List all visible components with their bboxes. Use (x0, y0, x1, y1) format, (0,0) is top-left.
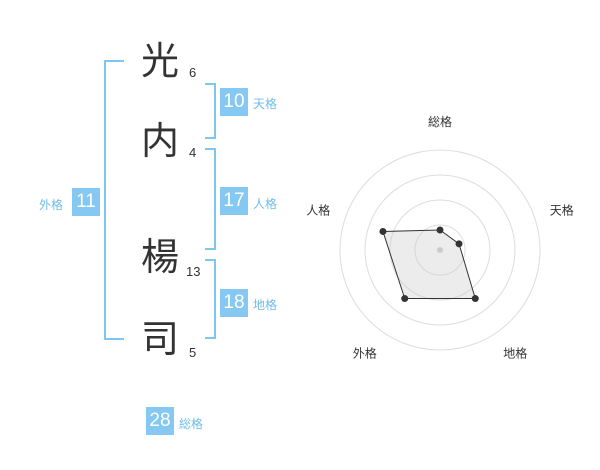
gaikaku-value: 11 (72, 188, 100, 216)
name-char-4: 司 (141, 317, 180, 361)
soukaku-value: 28 (146, 407, 174, 435)
jinkaku-value: 17 (220, 187, 248, 215)
jinkaku-bracket (205, 148, 216, 250)
radar-ring-3 (364, 174, 516, 326)
name-char-1: 光 (141, 39, 180, 83)
stroke-count-3: 13 (186, 264, 201, 279)
radar-ring-4 (339, 149, 541, 351)
chikaku-bracket (205, 259, 216, 339)
radar-ring-1 (414, 224, 466, 276)
radar-area (382, 229, 476, 300)
radar-point-地格 (471, 295, 479, 303)
chikaku-value: 18 (220, 289, 248, 317)
radar-axis-label-地格: 地格 (503, 346, 527, 361)
radar-ring-2 (389, 199, 491, 301)
radar-point-外格 (401, 295, 409, 303)
name-char-3: 楊 (141, 235, 180, 279)
radar-axis-label-総格: 総格 (428, 114, 452, 129)
tenkaku-value: 10 (220, 88, 248, 116)
jinkaku-label: 人格 (253, 197, 278, 211)
stroke-count-1: 6 (189, 65, 197, 80)
tenkaku-label: 天格 (253, 97, 278, 111)
name-char-2: 内 (141, 119, 180, 163)
stroke-count-2: 4 (189, 145, 197, 160)
soukaku-label: 総格 (179, 417, 204, 431)
radar-point-総格 (436, 226, 444, 234)
tenkaku-bracket (205, 83, 216, 139)
chikaku-label: 地格 (253, 298, 278, 312)
radar-axis-label-外格: 外格 (353, 346, 377, 361)
gaikaku-label: 外格 (39, 198, 64, 212)
stroke-count-4: 5 (189, 345, 197, 360)
radar-axis-label-天格: 天格 (550, 202, 574, 217)
radar-point-天格 (455, 240, 463, 248)
radar-point-人格 (379, 227, 387, 235)
radar-center-dot (437, 247, 443, 253)
gaikaku-bracket (104, 60, 124, 340)
radar-axis-label-人格: 人格 (306, 202, 330, 217)
